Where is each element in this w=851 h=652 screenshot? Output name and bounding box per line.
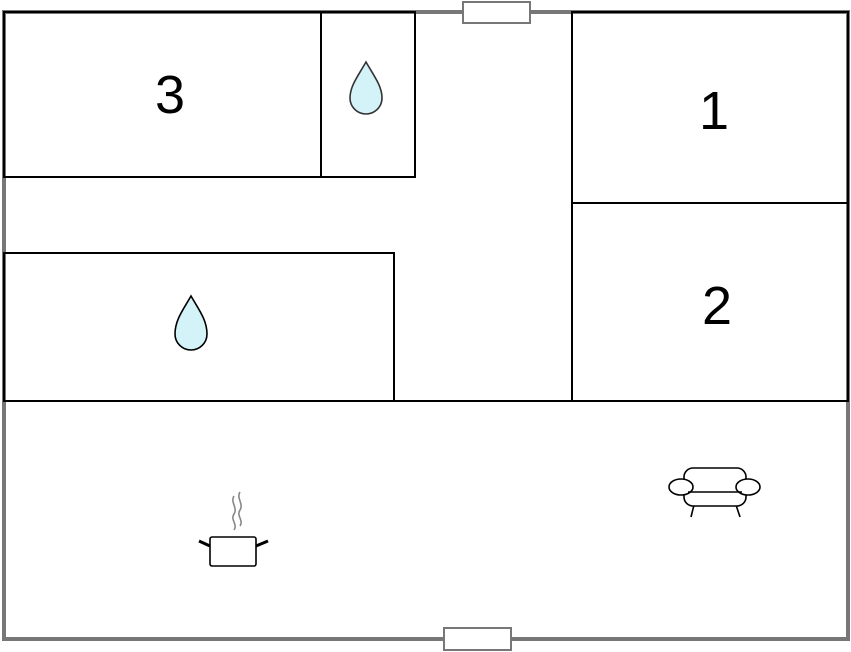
water-drop-icon (174, 294, 208, 351)
cooking-pot-icon (198, 491, 269, 567)
room-label-2: 2 (702, 276, 732, 336)
sofa-icon (668, 467, 761, 518)
small-bath-outline (320, 11, 416, 178)
room-label-1: 1 (699, 81, 729, 141)
room-label-3: 3 (155, 65, 185, 125)
top-window (462, 1, 531, 24)
water-drop-icon (349, 60, 383, 115)
interior-walls (3, 11, 849, 402)
bottom-window (443, 627, 512, 651)
